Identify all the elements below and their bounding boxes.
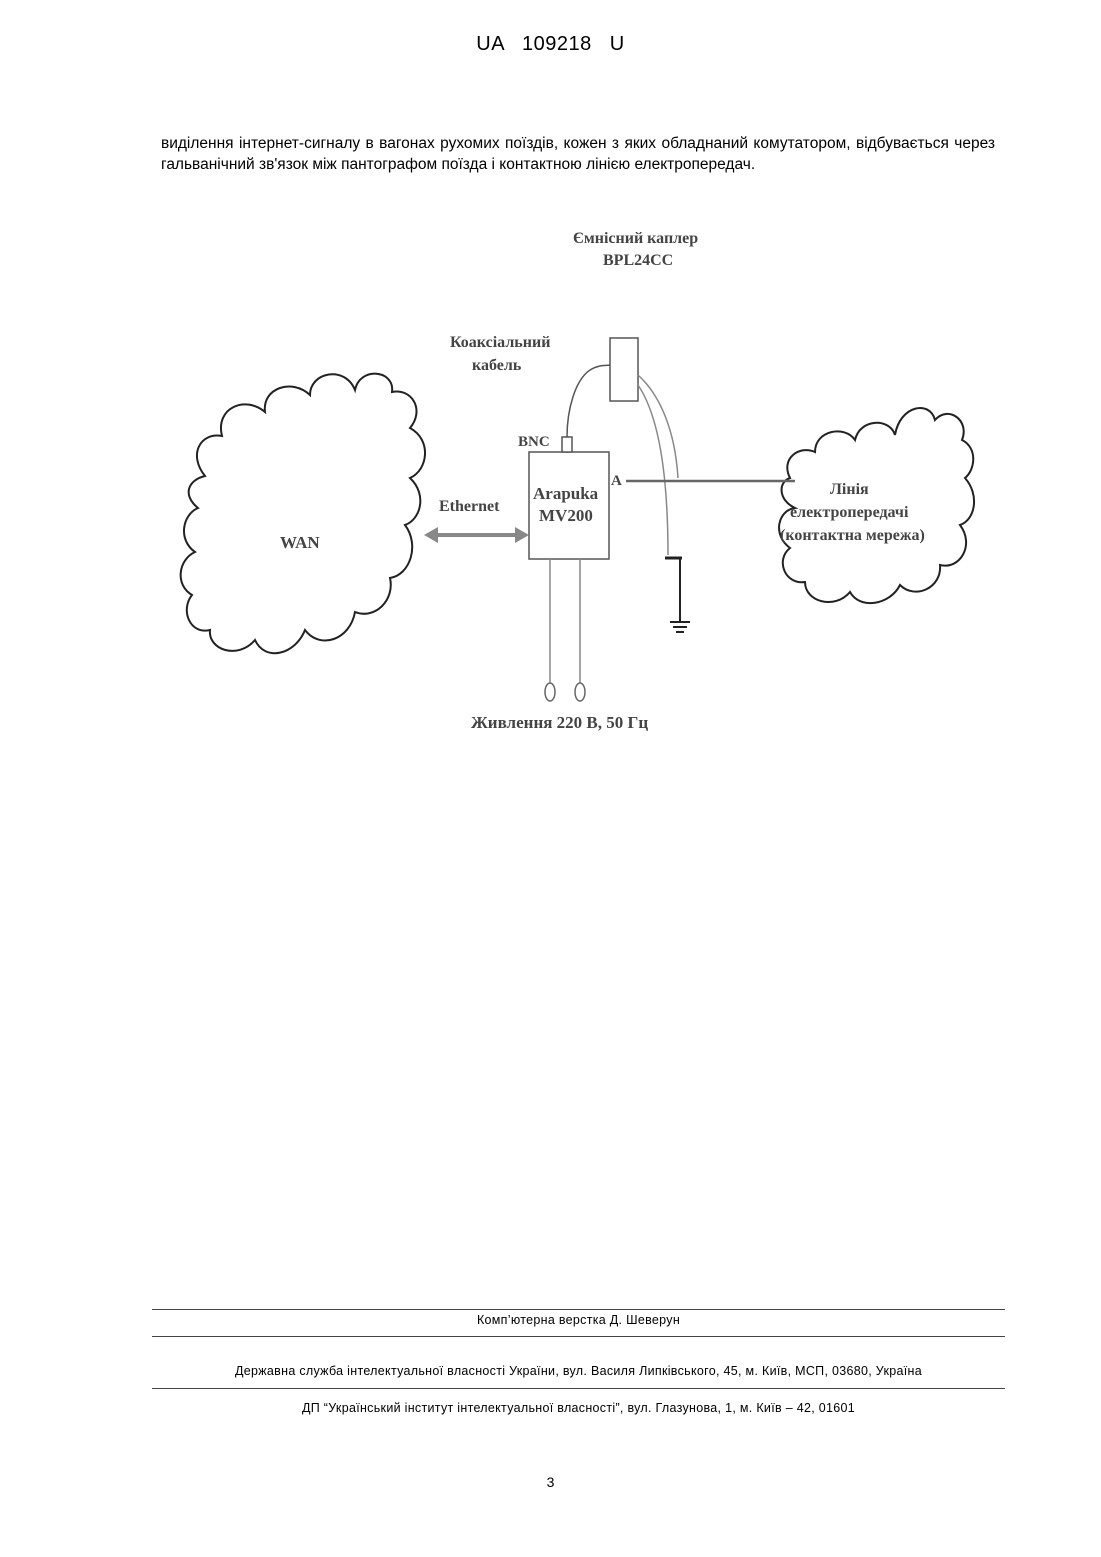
power-plug-left xyxy=(545,683,555,701)
coupler-label-2: BPL24CC xyxy=(603,252,673,269)
layout-credit: Комп’ютерна верстка Д. Шеверун xyxy=(152,1313,1005,1327)
footer-divider-top xyxy=(152,1309,1005,1310)
page-number: 3 xyxy=(0,1474,1101,1490)
coupler-label-1: Ємнісний каплер xyxy=(573,230,698,247)
coupler-box xyxy=(610,338,638,401)
agency-address: Державна служба інтелектуальної власност… xyxy=(152,1364,1005,1378)
power-supply-label: Живлення 220 В, 50 Гц xyxy=(471,713,648,732)
institute-address: ДП “Український інститут інтелектуальної… xyxy=(152,1401,1005,1415)
ethernet-arrow xyxy=(424,527,529,543)
device-label-1: Arapuka xyxy=(533,484,599,503)
power-plug-right xyxy=(575,683,585,701)
wan-cloud xyxy=(181,374,425,654)
footer-divider-bottom xyxy=(152,1388,1005,1389)
coax-cable xyxy=(567,365,610,437)
coupler-lead-line xyxy=(638,375,678,478)
power-line-label-1: Лінія xyxy=(830,481,869,498)
power-line-label-2: електропередачі xyxy=(790,504,909,521)
device-label-2: MV200 xyxy=(539,506,593,525)
network-diagram: WAN Лінія електропередачі (контактна мер… xyxy=(0,0,1101,760)
ethernet-label: Ethernet xyxy=(439,498,500,515)
bnc-connector xyxy=(562,437,572,452)
ground-symbol xyxy=(670,622,690,632)
power-line-label-3: (контактна мережа) xyxy=(780,527,925,544)
wan-label: WAN xyxy=(280,533,320,552)
bnc-label: BNC xyxy=(518,434,550,450)
port-a-label: A xyxy=(611,473,622,489)
coax-label-1: Коаксіальний xyxy=(450,334,550,351)
coax-label-2: кабель xyxy=(472,357,522,374)
footer-divider-middle xyxy=(152,1336,1005,1337)
